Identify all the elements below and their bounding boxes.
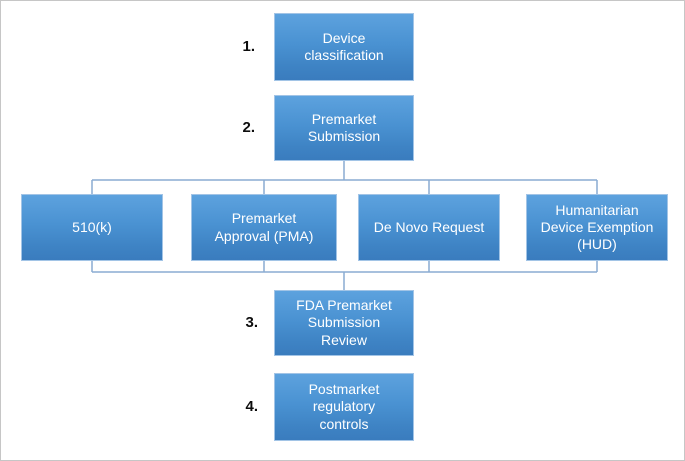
node-de-novo-request: De Novo Request — [358, 194, 500, 261]
step-number-3: 3. — [245, 314, 258, 331]
node-postmarket-regulatory-controls-label: Postmarket regulatory controls — [308, 381, 380, 432]
node-fda-premarket-submission-review-label: FDA Premarket Submission Review — [296, 297, 392, 348]
node-premarket-submission-label: Premarket Submission — [307, 110, 381, 144]
node-humanitarian-device-exemption-label: Humanitarian Device Exemption (HUD) — [540, 201, 654, 253]
node-device-classification-label: Device classification — [304, 29, 384, 63]
step-number-1: 1. — [242, 38, 255, 55]
node-device-classification: Device classification — [274, 13, 414, 81]
node-premarket-approval-pma: Premarket Approval (PMA) — [191, 194, 337, 261]
node-postmarket-regulatory-controls: Postmarket regulatory controls — [274, 373, 414, 441]
step-number-4: 4. — [245, 398, 258, 415]
step-number-2: 2. — [242, 119, 255, 136]
node-fda-premarket-submission-review: FDA Premarket Submission Review — [274, 290, 414, 356]
node-510k-label: 510(k) — [72, 218, 112, 235]
node-premarket-approval-pma-label: Premarket Approval (PMA) — [214, 210, 314, 244]
node-510k: 510(k) — [21, 194, 163, 261]
node-humanitarian-device-exemption: Humanitarian Device Exemption (HUD) — [526, 194, 668, 261]
node-premarket-submission: Premarket Submission — [274, 95, 414, 161]
node-de-novo-request-label: De Novo Request — [373, 218, 485, 235]
